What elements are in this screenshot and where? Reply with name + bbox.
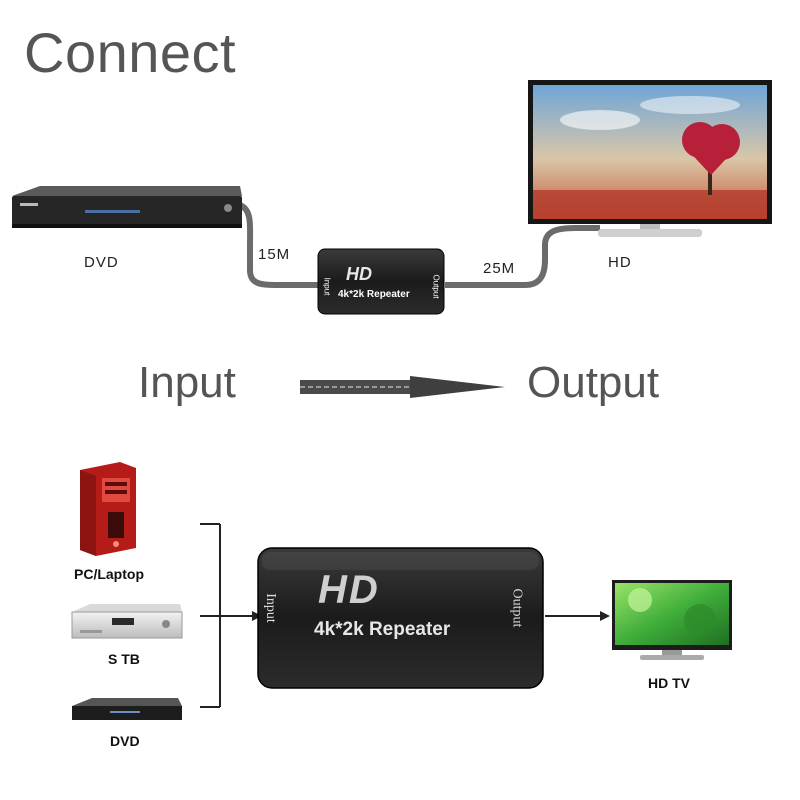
hd-label: HD [608,254,632,271]
source-label-pc: PC/Laptop [74,566,144,582]
tv-icon [528,80,772,237]
repeater-device-large [257,547,544,689]
port-output-label: Output [431,274,441,299]
dashed-arrow-right-icon [300,376,505,398]
port-output-label-large: Output [509,588,525,628]
device-name-large: 4k*2k Repeater [314,619,451,640]
pc-tower-icon [80,462,136,556]
dvd-player-icon [12,186,242,228]
port-input-label: Input [322,277,332,296]
device-name: 4k*2k Repeater [338,289,410,300]
repeater-device [317,248,445,315]
output-arrow [545,611,610,621]
source-label-stb: S TB [108,651,140,667]
dvd-label: DVD [84,254,119,271]
top-cables [238,202,600,288]
page-title: Connect [24,21,237,84]
port-input-label-large: Input [262,593,278,623]
hd-tv-icon [612,580,732,660]
flow-output-label: Output [527,358,660,407]
source-label-dvd: DVD [110,733,140,749]
flow-input-label: Input [138,358,236,407]
cable-length-25m: 25M [483,260,516,277]
hd-logo-large: HD [318,568,380,612]
dvd-player-small-icon [72,698,182,720]
source-bracket [200,523,262,708]
hd-logo: HD [346,264,372,284]
set-top-box-icon [71,604,183,639]
cable-length-15m: 15M [258,246,291,263]
sink-label-hdtv: HD TV [648,675,690,691]
